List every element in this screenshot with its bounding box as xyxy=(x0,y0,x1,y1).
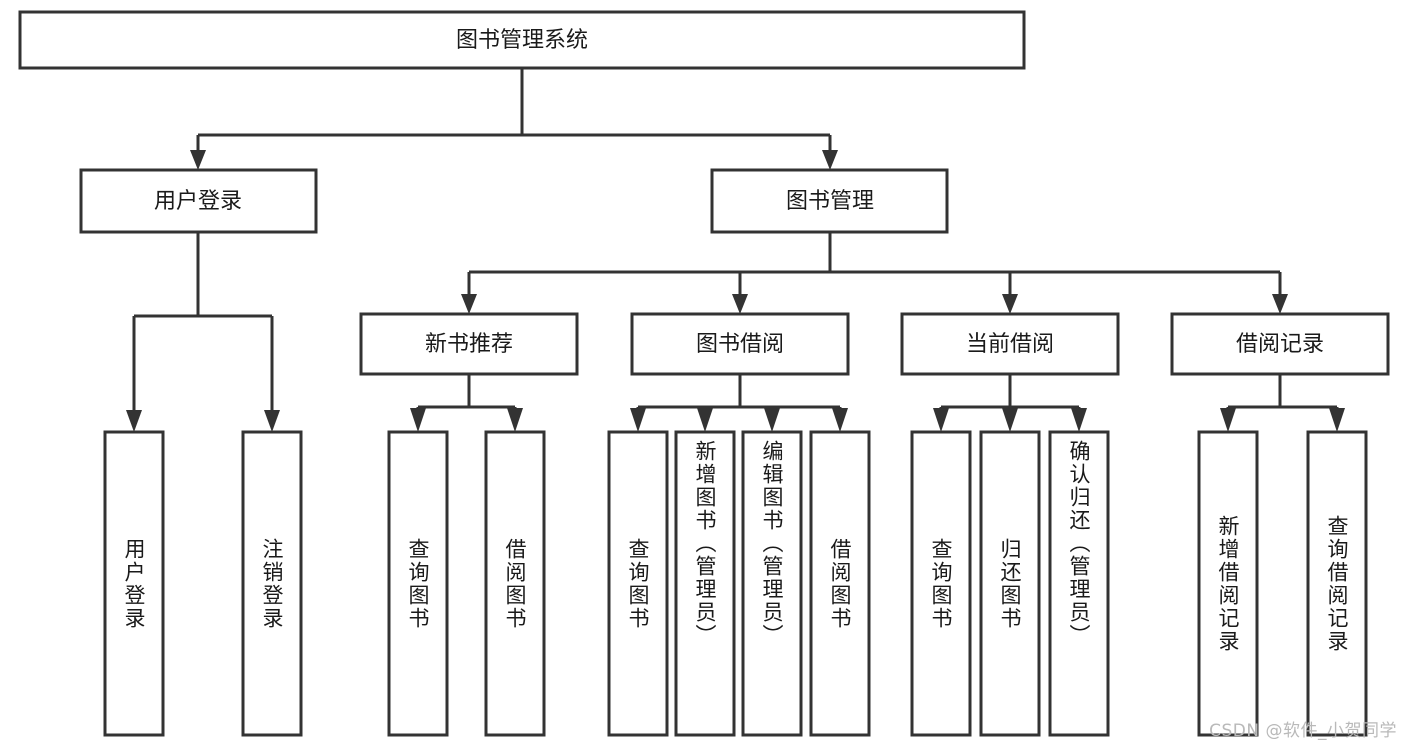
node-new-book-rec-label: 新书推荐 xyxy=(425,332,513,357)
nodes-group: 图书管理系统 用户登录 图书管理 新书推荐 图书借阅 当前 xyxy=(18,10,1390,737)
node-book-borrow-box[interactable] xyxy=(630,312,850,376)
node-root[interactable]: 图书管理系统 xyxy=(18,10,1026,70)
node-leaf-add-book-box[interactable] xyxy=(674,430,736,737)
node-leaf-query-book-1-box[interactable] xyxy=(387,430,449,737)
arrowhead-leaf-confirm-return xyxy=(1071,408,1087,432)
node-leaf-user-login-box[interactable] xyxy=(103,430,165,737)
node-borrow-record[interactable]: 借阅记录 xyxy=(1170,312,1390,376)
node-current-borrow[interactable]: 当前借阅 xyxy=(900,312,1120,376)
node-leaf-borrow-book-1-box[interactable] xyxy=(484,430,546,737)
node-root-label: 图书管理系统 xyxy=(456,28,588,53)
edges-group xyxy=(126,68,1345,432)
node-new-book-rec-box[interactable] xyxy=(359,312,579,376)
arrowhead-leaf-query-book-2 xyxy=(630,408,646,432)
node-current-borrow-box[interactable] xyxy=(900,312,1120,376)
node-book-borrow[interactable]: 图书借阅 xyxy=(630,312,850,376)
node-book-manage-box[interactable] xyxy=(710,168,949,234)
arrowhead-leaf-user-login xyxy=(126,410,142,432)
arrowhead-book-borrow xyxy=(732,294,748,314)
arrowhead-user-login xyxy=(190,150,206,170)
node-leaf-return-book-box[interactable] xyxy=(979,430,1041,737)
node-current-borrow-label: 当前借阅 xyxy=(966,332,1054,357)
node-book-borrow-label: 图书借阅 xyxy=(696,332,784,357)
arrowhead-leaf-borrow-book-1 xyxy=(507,408,523,432)
arrowhead-leaf-query-book-3 xyxy=(933,408,949,432)
arrowhead-leaf-query-record xyxy=(1329,408,1345,432)
arrowhead-current-borrow xyxy=(1002,294,1018,314)
arrowhead-leaf-edit-book xyxy=(764,408,780,432)
node-book-manage-label: 图书管理 xyxy=(786,189,874,214)
arrowhead-book-manage xyxy=(822,150,838,170)
arrowhead-borrow-record xyxy=(1272,294,1288,314)
node-leaf-query-record-box[interactable] xyxy=(1306,430,1368,737)
node-user-login-box[interactable] xyxy=(79,168,318,234)
arrowhead-new-book-rec xyxy=(461,294,477,314)
arrowhead-leaf-return-book xyxy=(1002,408,1018,432)
node-book-manage[interactable]: 图书管理 xyxy=(710,168,949,234)
node-new-book-rec[interactable]: 新书推荐 xyxy=(359,312,579,376)
node-leaf-confirm-return-box[interactable] xyxy=(1048,430,1110,737)
node-borrow-record-label: 借阅记录 xyxy=(1236,332,1324,357)
node-borrow-record-box[interactable] xyxy=(1170,312,1390,376)
node-user-login-label: 用户登录 xyxy=(154,189,242,214)
arrowhead-leaf-user-logout xyxy=(264,410,280,432)
node-user-login[interactable]: 用户登录 xyxy=(79,168,318,234)
arrowhead-leaf-query-book-1 xyxy=(410,408,426,432)
arrowhead-leaf-borrow-book-2 xyxy=(832,408,848,432)
node-leaf-borrow-book-2-box[interactable] xyxy=(809,430,871,737)
node-leaf-edit-book-box[interactable] xyxy=(741,430,803,737)
arrowhead-leaf-add-record xyxy=(1220,408,1236,432)
node-leaf-query-book-3-box[interactable] xyxy=(910,430,972,737)
watermark-text: CSDN @软件_小贺同学 xyxy=(1209,721,1397,741)
node-leaf-add-record-box[interactable] xyxy=(1197,430,1259,737)
node-leaf-query-book-2-box[interactable] xyxy=(607,430,669,737)
node-leaf-user-logout-box[interactable] xyxy=(241,430,303,737)
arrowhead-leaf-add-book xyxy=(697,408,713,432)
node-root-box[interactable] xyxy=(18,10,1026,70)
